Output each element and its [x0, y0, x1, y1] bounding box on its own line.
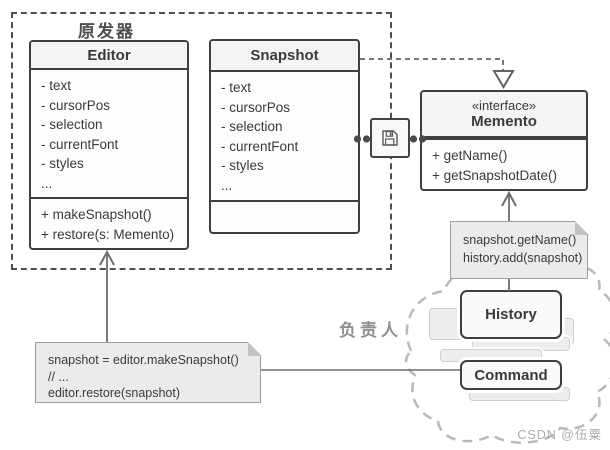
snapshot-attribute-row: - text: [221, 80, 252, 95]
memento-interface-title: «interface» Memento: [422, 92, 586, 138]
memento-method-row: + getName(): [432, 148, 508, 163]
client-note-line: editor.restore(snapshot): [48, 386, 181, 400]
editor-attribute-row: - selection: [41, 117, 103, 132]
connector-ball: [409, 135, 418, 143]
memento-interface-box: «interface» Memento + getName() + getSnap…: [420, 90, 588, 191]
editor-methods: + makeSnapshot() + restore(s: Memento): [31, 197, 187, 248]
editor-class-title: Editor: [31, 42, 187, 70]
editor-method-row: + makeSnapshot(): [41, 207, 152, 222]
history-box: History: [460, 290, 562, 339]
editor-method-row: + restore(s: Memento): [41, 226, 175, 242]
connector-ball: [353, 135, 362, 143]
history-note: snapshot.getName() history.add(snapshot): [450, 220, 589, 279]
caretaker-label: 负责人: [339, 321, 402, 340]
editor-arrowhead: [99, 249, 115, 266]
client-note-line: // ...: [48, 369, 69, 384]
snapshot-attribute-row: - styles: [221, 158, 264, 173]
editor-attribute-row: - cursorPos: [41, 97, 111, 113]
snapshot-attribute-row: ...: [221, 177, 233, 193]
connector-ball: [362, 135, 371, 143]
memento-arrowhead: [501, 190, 517, 207]
watermark: CSDN @伍粟: [517, 428, 602, 442]
realization-dashed-line: [360, 58, 504, 70]
command-box: Command: [460, 360, 562, 390]
editor-attributes: - text - cursorPos - selection - currentFon…: [31, 70, 187, 197]
originator-label: 原发器: [78, 22, 135, 41]
memento-method-row: + getSnapshotDate(): [432, 167, 557, 183]
realization-triangle-arrowhead: [492, 70, 515, 89]
history-note-line: snapshot.getName(): [463, 233, 577, 247]
floppy-disk-icon: [382, 130, 398, 146]
snapshot-attribute-row: - currentFont: [221, 138, 299, 154]
editor-attribute-row: - styles: [41, 156, 84, 171]
editor-attribute-row: - text: [41, 78, 72, 93]
memento-stereotype: «interface»: [471, 98, 537, 113]
editor-attribute-row: - currentFont: [41, 136, 119, 152]
snapshot-attribute-row: - cursorPos: [221, 99, 291, 115]
memento-methods: + getName() + getSnapshotDate(): [422, 138, 586, 189]
memento-name: Memento: [471, 113, 537, 130]
client-note-line: snapshot = editor.makeSnapshot(): [48, 353, 239, 367]
snapshot-class-title: Snapshot: [211, 41, 358, 72]
client-note: snapshot = editor.makeSnapshot() // ... ed…: [35, 341, 262, 403]
editor-attribute-row: ...: [41, 175, 53, 191]
snapshot-storage-box: [370, 118, 410, 158]
editor-class-box: Editor - text - cursorPos - selection - cur…: [29, 40, 189, 250]
snapshot-methods: [211, 200, 358, 232]
snapshot-attributes: - text - cursorPos - selection - currentFon…: [211, 72, 358, 200]
history-note-line: history.add(snapshot): [463, 251, 583, 265]
snapshot-attribute-row: - selection: [221, 119, 283, 134]
connector-ball: [418, 135, 427, 143]
